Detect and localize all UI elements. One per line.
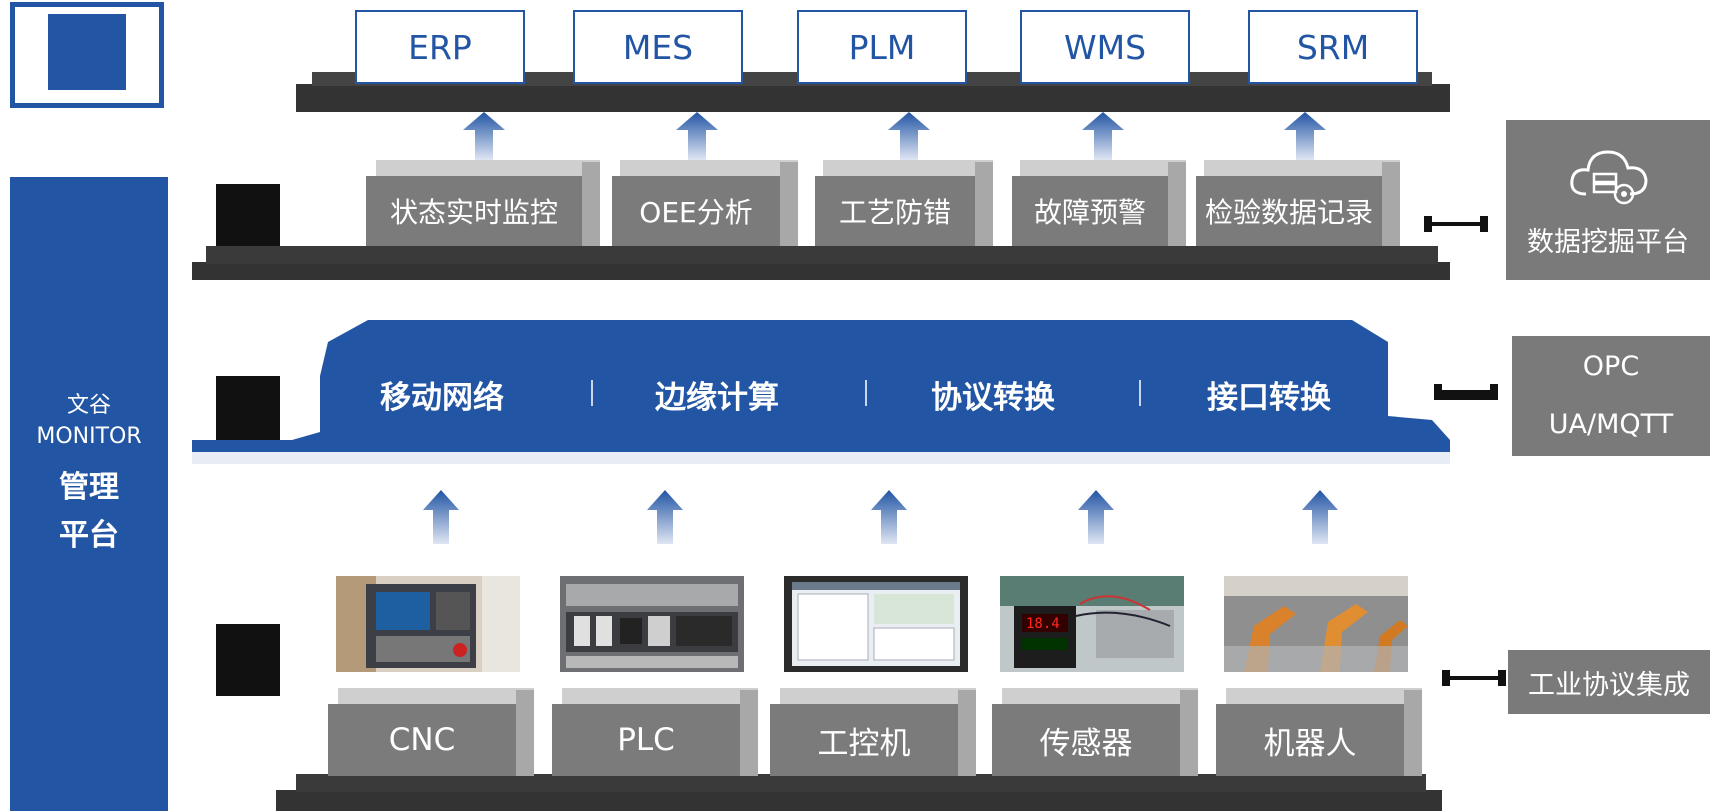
sensor-display-value: 18.4 — [1026, 616, 1060, 632]
app-label-wms: WMS — [1063, 27, 1147, 67]
up-arrow-icon — [1082, 112, 1124, 160]
app-label-mes: MES — [622, 27, 694, 67]
edge-label-mobile: 移动网络 — [380, 380, 504, 416]
app-box-srm: SRM — [1248, 10, 1418, 84]
app-layer-platform — [296, 84, 1450, 112]
block-top — [1226, 688, 1422, 704]
opc-label: OPC — [1582, 351, 1640, 382]
edge-label-protocol: 协议转换 — [931, 380, 1055, 416]
sensor-photo: 18.4 — [1000, 576, 1184, 672]
function-label-monitor: 状态实时监控 — [389, 196, 558, 229]
function-label-fault: 故障预警 — [1033, 196, 1146, 229]
block-side — [1382, 162, 1400, 246]
device-label-cnc: CNC — [388, 722, 456, 758]
up-arrow-icon — [423, 490, 459, 544]
connector-icon — [1442, 670, 1506, 686]
block-top — [1002, 688, 1198, 704]
up-arrow-icon — [463, 112, 505, 160]
device-label-robot: 机器人 — [1263, 725, 1357, 762]
device-block-ipc: 工控机 — [770, 704, 958, 776]
data-mining-label: 数据挖掘平台 — [1527, 226, 1689, 258]
industrial-protocol-tag: 工业协议集成 — [1508, 650, 1710, 714]
business-platform-label: 业务平台 — [48, 14, 126, 90]
connector-icon — [1424, 216, 1488, 232]
block-side — [975, 162, 993, 246]
block-side — [1168, 162, 1186, 246]
cloud-server-icon — [1570, 149, 1648, 204]
up-arrow-icon — [871, 490, 907, 544]
monitor-line4: 平台 — [59, 518, 119, 553]
separator — [1139, 380, 1141, 406]
robot-photo — [1224, 576, 1408, 672]
monitor-line2: MONITOR — [36, 424, 142, 449]
up-arrow-icon — [1284, 112, 1326, 160]
plc-photo — [560, 576, 744, 672]
block-side — [1404, 690, 1422, 776]
device-block-robot: 机器人 — [1216, 704, 1404, 776]
block-top — [620, 160, 798, 176]
function-label-process: 工艺防错 — [838, 196, 951, 229]
block-top — [780, 688, 976, 704]
opc-protocol-tag: OPC UA/MQTT — [1512, 336, 1710, 456]
app-box-wms: WMS — [1020, 10, 1190, 84]
block-top — [376, 160, 600, 176]
function-label-oee: OEE分析 — [639, 196, 753, 229]
block-top — [823, 160, 993, 176]
connector-icon — [1434, 384, 1498, 400]
device-layer-platform-step — [296, 774, 1426, 792]
block-top — [1020, 160, 1186, 176]
industrial-protocol-label: 工业协议集成 — [1528, 669, 1690, 701]
function-layer-platform — [192, 262, 1450, 280]
device-block-sensor: 传感器 — [992, 704, 1180, 776]
up-arrow-icon — [888, 112, 930, 160]
block-side — [582, 162, 600, 246]
function-layer-platform-step — [206, 246, 1438, 264]
layer-tab-device — [216, 624, 280, 696]
ua-mqtt-label: UA/MQTT — [1548, 409, 1674, 440]
up-arrow-icon — [1302, 490, 1338, 544]
function-block-process: 工艺防错 — [815, 176, 975, 246]
block-top — [338, 688, 534, 704]
app-box-erp: ERP — [355, 10, 525, 84]
edge-label-computing: 边缘计算 — [655, 380, 779, 416]
separator — [591, 380, 593, 406]
block-side — [958, 690, 976, 776]
separator — [865, 380, 867, 406]
monitor-platform-bar: 文谷 MONITOR 管理 平台 — [10, 177, 168, 811]
device-block-plc: PLC — [552, 704, 740, 776]
app-label-plm: PLM — [848, 27, 916, 67]
monitor-line3: 管理 — [59, 470, 119, 505]
block-side — [780, 162, 798, 246]
up-arrow-icon — [676, 112, 718, 160]
function-label-inspection: 检验数据记录 — [1204, 196, 1373, 229]
edge-label-interface: 接口转换 — [1207, 380, 1331, 416]
device-label-ipc: 工控机 — [817, 725, 911, 762]
app-box-plm: PLM — [797, 10, 967, 84]
edge-layer-shape — [192, 312, 1450, 464]
data-mining-platform: 数据挖掘平台 — [1506, 120, 1710, 280]
layer-tab-edge — [216, 376, 280, 440]
layer-tab-application — [216, 184, 280, 248]
block-side — [516, 690, 534, 776]
block-top — [1204, 160, 1400, 176]
up-arrow-icon — [647, 490, 683, 544]
up-arrow-icon — [1078, 490, 1114, 544]
device-label-plc: PLC — [617, 722, 675, 758]
monitor-line1: 文谷 — [66, 393, 111, 418]
app-label-srm: SRM — [1296, 27, 1370, 67]
function-block-monitor: 状态实时监控 — [366, 176, 582, 246]
device-block-cnc: CNC — [328, 704, 516, 776]
ipc-photo — [784, 576, 968, 672]
device-layer-platform — [276, 790, 1442, 811]
block-side — [740, 690, 758, 776]
device-label-sensor: 传感器 — [1039, 725, 1133, 762]
block-side — [1180, 690, 1198, 776]
app-label-erp: ERP — [408, 27, 472, 67]
function-block-fault: 故障预警 — [1012, 176, 1168, 246]
app-box-mes: MES — [573, 10, 743, 84]
cnc-photo — [336, 576, 520, 672]
function-block-inspection: 检验数据记录 — [1196, 176, 1382, 246]
function-block-oee: OEE分析 — [612, 176, 780, 246]
block-top — [562, 688, 758, 704]
